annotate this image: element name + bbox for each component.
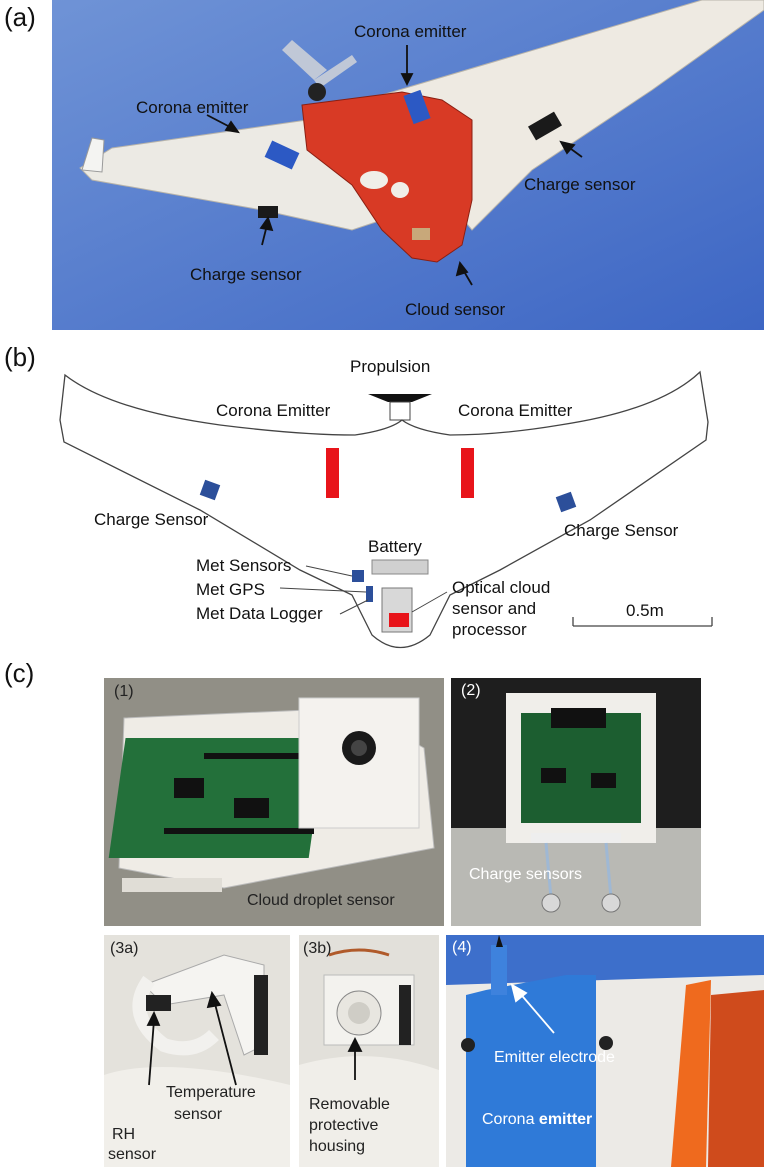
panel-b-diagram	[0, 330, 768, 660]
photo-4-electrode-label: Emitter electrode	[494, 1049, 615, 1066]
photo-3a-rh-2: sensor	[108, 1146, 157, 1163]
label-met-sensors: Met Sensors	[196, 556, 292, 575]
panel-c-letter: (c)	[4, 658, 35, 688]
protective-housing-image	[299, 935, 439, 1167]
label-corona-emitter-left: Corona emitter	[136, 98, 249, 117]
met-gps-marker	[366, 586, 373, 602]
corona-emitter-left-marker	[326, 448, 339, 498]
label-corona-emitter-top: Corona emitter	[354, 22, 467, 41]
photo-3b-caption-2: protective	[309, 1117, 379, 1134]
uav-schematic	[59, 370, 713, 648]
label-optical-cloud-1: Optical cloud	[452, 578, 551, 597]
charge-sensor-right-marker	[555, 491, 577, 513]
photo-1-tag: (1)	[114, 683, 134, 700]
charge-sensors-image	[451, 678, 701, 926]
met-sensors-marker	[352, 570, 364, 582]
rh-temperature-sensor-image	[104, 935, 290, 1167]
label-scale: 0.5m	[626, 601, 664, 620]
label-charge-sensor-right: Charge Sensor	[564, 521, 679, 540]
label-cloud-sensor: Cloud sensor	[405, 300, 506, 319]
photo-3b-tag: (3b)	[303, 940, 332, 957]
photo-1-caption: Cloud droplet sensor	[247, 892, 395, 909]
photo-rh-temperature-sensor: (3a) Temperature sensor RH sensor	[104, 935, 290, 1167]
label-optical-cloud-2: sensor and	[452, 599, 537, 618]
photo-protective-housing: (3b) Removable protective housing	[299, 935, 439, 1167]
panel-a-letter: (a)	[4, 2, 36, 32]
label-charge-sensor-left: Charge Sensor	[94, 510, 209, 529]
label-met-gps: Met GPS	[196, 580, 265, 599]
cloud-droplet-sensor-image	[104, 678, 444, 926]
photo-charge-sensors: (2) Charge sensors	[451, 678, 701, 926]
photo-4-emitter-word: emitter	[538, 1111, 593, 1128]
photo-4-corona-label: Corona emitter	[482, 1111, 592, 1129]
photo-3a-temp-1: Temperature	[166, 1084, 256, 1101]
photo-2-tag: (2)	[461, 682, 481, 699]
photo-3b-caption-1: Removable	[309, 1096, 390, 1113]
corona-emitter-right-marker	[461, 448, 474, 498]
corona-emitter-image	[446, 935, 764, 1167]
charge-sensor-left-marker	[199, 479, 221, 501]
label-charge-sensor-right: Charge sensor	[524, 175, 636, 194]
photo-2-caption: Charge sensors	[469, 866, 582, 883]
label-corona-emitter-right: Corona Emitter	[458, 401, 573, 420]
photo-3b-caption-3: housing	[309, 1138, 366, 1155]
label-optical-cloud-3: processor	[452, 620, 527, 639]
label-met-data-logger: Met Data Logger	[196, 604, 323, 623]
scale-bar	[572, 617, 713, 627]
label-charge-sensor-left: Charge sensor	[190, 265, 302, 284]
airframe-outline	[59, 370, 709, 648]
optical-cloud-sensor-marker	[389, 613, 409, 627]
photo-3a-tag: (3a)	[110, 940, 139, 957]
propulsion-icon	[368, 394, 432, 402]
label-corona-emitter-left: Corona Emitter	[216, 401, 331, 420]
photo-corona-emitter: (4) Emitter electrode Corona emitter	[446, 935, 764, 1167]
label-battery: Battery	[368, 537, 422, 556]
photo-4-tag: (4)	[452, 939, 472, 956]
battery-marker	[371, 559, 429, 575]
photo-cloud-droplet-sensor: (1) Cloud droplet sensor	[104, 678, 444, 926]
uav-flying-image	[52, 0, 764, 330]
panel-b-letter: (b)	[4, 342, 36, 372]
photo-4-corona-word: Corona	[482, 1111, 539, 1128]
label-propulsion: Propulsion	[350, 357, 431, 376]
photo-3a-temp-2: sensor	[174, 1106, 223, 1123]
panel-a-photo	[52, 0, 764, 330]
photo-3a-rh-1: RH	[112, 1126, 136, 1143]
